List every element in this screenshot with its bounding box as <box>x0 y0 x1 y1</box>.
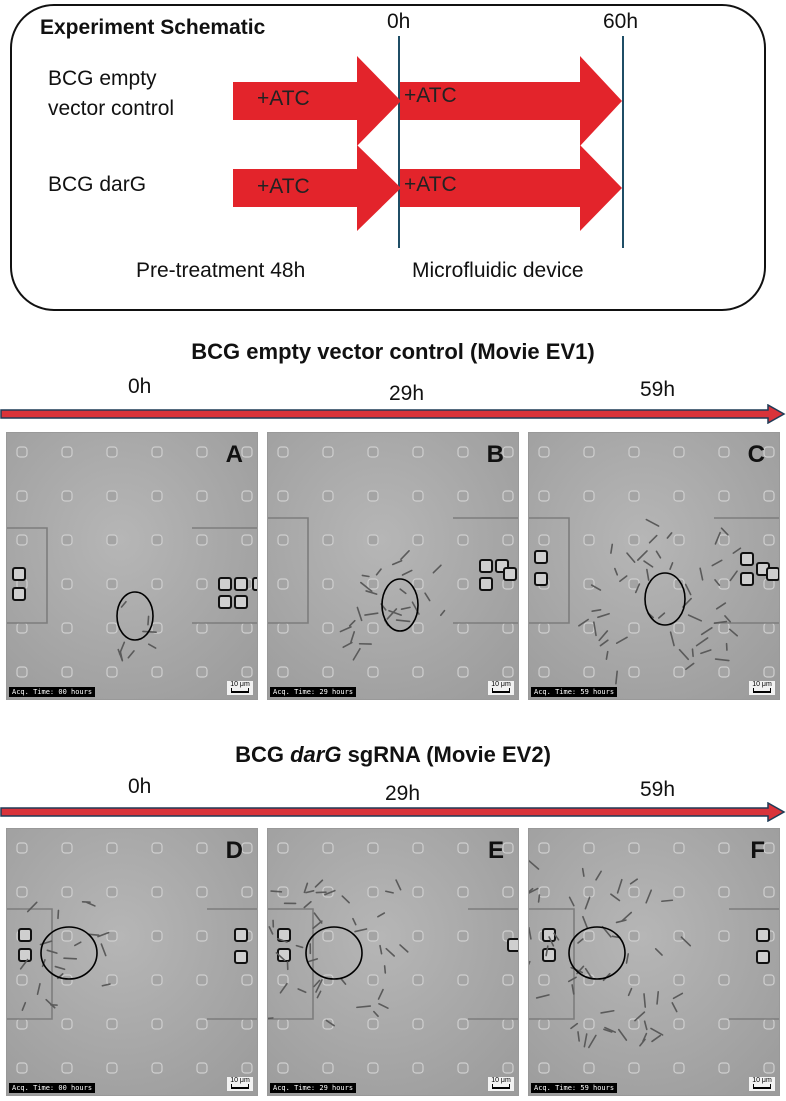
section1-timeline-arrow <box>0 403 786 425</box>
section1-time-2: 59h <box>640 378 676 401</box>
row1-label-line1: BCG empty <box>48 67 157 90</box>
time-start-label: 0h <box>387 10 411 33</box>
acq-time-label: Acq. Time: 59 hours <box>531 1083 618 1093</box>
pretreatment-arrow-row1: +ATC <box>233 56 403 146</box>
panel-letter: C <box>747 441 765 468</box>
panel-f: F Acq. Time: 59 hours 10 μm <box>528 828 780 1096</box>
pretreatment-label-row2: +ATC <box>257 175 310 198</box>
panel-letter: D <box>225 837 243 864</box>
time-end-label: 60h <box>603 10 639 33</box>
pretreatment-arrow-row2: +ATC <box>233 145 403 231</box>
panel-c: C Acq. Time: 59 hours 10 μm <box>528 432 780 700</box>
panel-letter: B <box>486 441 504 468</box>
panel-e: E Acq. Time: 29 hours 10 μm <box>267 828 519 1096</box>
panel-letter: A <box>225 441 243 468</box>
panel-letter: E <box>487 837 504 864</box>
device-label-row2: +ATC <box>404 173 457 196</box>
experiment-schematic-box <box>10 4 766 311</box>
section2-title-italic: darG <box>290 742 342 767</box>
scale-bar-label: 10 μm <box>230 681 250 688</box>
scale-bar: 10 μm <box>488 1077 514 1091</box>
device-arrow-row2: +ATC <box>400 145 624 231</box>
scale-bar: 10 μm <box>749 681 775 695</box>
scale-bar-label: 10 μm <box>752 1077 772 1084</box>
row1-label-line2: vector control <box>48 97 175 120</box>
section1-title: BCG empty vector control (Movie EV1) <box>0 339 786 365</box>
scale-bar: 10 μm <box>749 1077 775 1091</box>
pretreatment-label-row1: +ATC <box>257 87 310 110</box>
scale-bar-label: 10 μm <box>752 681 772 688</box>
start-line <box>398 36 400 248</box>
section2-title: BCG darG sgRNA (Movie EV2) <box>0 742 786 768</box>
section2-time-2: 59h <box>640 778 676 801</box>
scale-bar-label: 10 μm <box>491 681 511 688</box>
scale-bar: 10 μm <box>227 681 253 695</box>
acq-time-label: Acq. Time: 59 hours <box>531 687 618 697</box>
device-label-row1: +ATC <box>404 84 457 107</box>
device-arrow-row1: +ATC <box>400 56 624 146</box>
device-phase-label: Microfluidic device <box>412 259 584 282</box>
scale-bar-label: 10 μm <box>491 1077 511 1084</box>
panel-b: B Acq. Time: 29 hours 10 μm <box>267 432 519 700</box>
scale-bar-label: 10 μm <box>230 1077 250 1084</box>
section2-title-text: BCG <box>235 742 291 767</box>
acq-time-label: Acq. Time: 29 hours <box>270 1083 357 1093</box>
section1-time-0: 0h <box>128 375 152 398</box>
schematic-title: Experiment Schematic <box>40 16 266 39</box>
section1-title-text: BCG empty vector control (Movie EV1) <box>191 339 595 364</box>
panel-d: D Acq. Time: 00 hours 10 μm <box>6 828 258 1096</box>
row2-label-line1: BCG darG <box>48 173 147 196</box>
section2-title-suffix: sgRNA (Movie EV2) <box>341 742 551 767</box>
scale-bar: 10 μm <box>488 681 514 695</box>
pretreatment-phase-label: Pre-treatment 48h <box>136 259 306 282</box>
section2-time-0: 0h <box>128 775 152 798</box>
acq-time-label: Acq. Time: 00 hours <box>9 1083 96 1093</box>
section1-time-1: 29h <box>389 382 425 405</box>
section2-timeline-arrow <box>0 801 786 823</box>
panel-letter: F <box>750 837 765 864</box>
acq-time-label: Acq. Time: 00 hours <box>9 687 96 697</box>
scale-bar: 10 μm <box>227 1077 253 1091</box>
end-line <box>622 36 624 248</box>
section2-time-1: 29h <box>385 782 421 805</box>
acq-time-label: Acq. Time: 29 hours <box>270 687 357 697</box>
panel-a: A Acq. Time: 00 hours 10 μm <box>6 432 258 700</box>
